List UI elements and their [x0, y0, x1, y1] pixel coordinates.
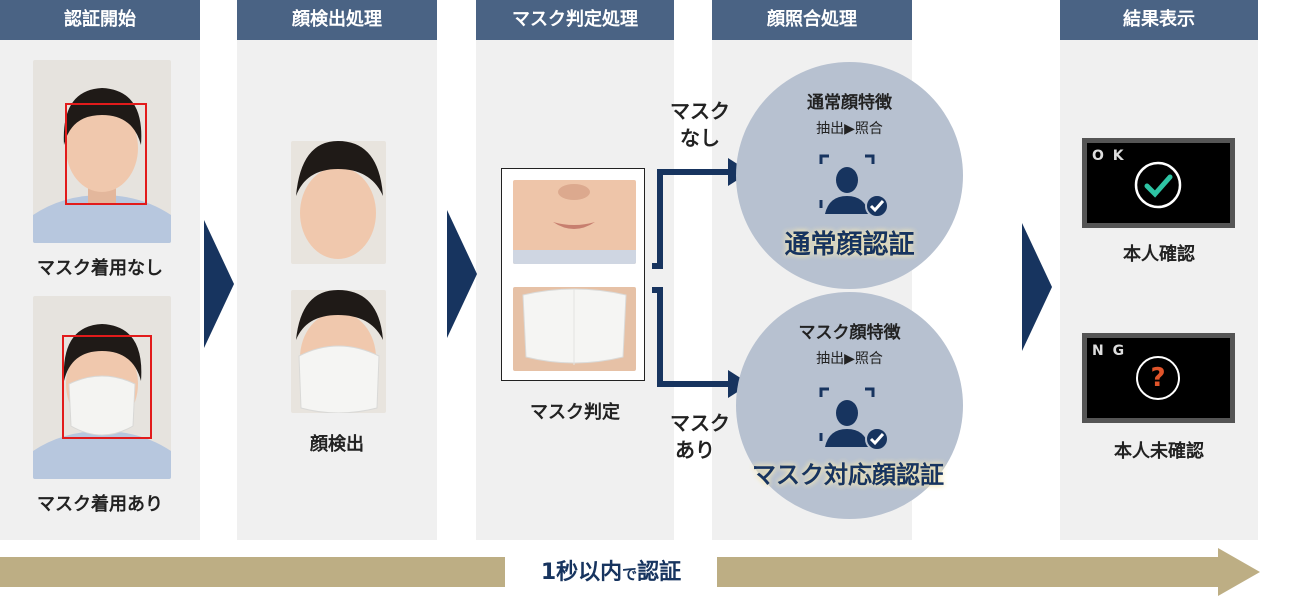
ok-tag: O K [1092, 148, 1126, 164]
lower-face-mask [513, 287, 636, 371]
mask-feature-title: マスク顔特徴 [798, 323, 901, 343]
timing-label-small: で [622, 565, 638, 583]
flow-chevron-1 [204, 220, 234, 348]
header-face-detection: 顔検出処理 [237, 0, 437, 40]
ok-result-label: 本人確認 [1123, 244, 1195, 265]
label-face-detection: 顔検出 [310, 434, 364, 455]
header-result: 結果表示 [1060, 0, 1258, 40]
mask-feature-sub: 抽出▶照合 [816, 351, 883, 367]
timing-label: 1秒以内で認証 [505, 554, 717, 586]
lower-face-no-mask [513, 180, 636, 264]
face-photo-mask [33, 296, 171, 479]
result-screen-ng [1082, 333, 1235, 423]
flow-chevron-3 [1022, 223, 1052, 351]
timing-bar-left [0, 557, 505, 587]
header-start: 認証開始 [0, 0, 200, 40]
mask-face-auth-icon [819, 387, 889, 451]
mask-auth-big: マスク対応顔認証 [752, 461, 944, 489]
column-face-detection [237, 0, 437, 540]
detected-face-mask [291, 290, 386, 413]
ng-result-label: 本人未確認 [1114, 441, 1204, 462]
header-face-matching: 顔照合処理 [712, 0, 912, 40]
result-screen-ok [1082, 138, 1235, 228]
face-photo-no-mask [33, 60, 171, 243]
timing-label-num: 1秒以内 [540, 560, 623, 585]
ng-question-icon: ? [1136, 356, 1180, 400]
label-mask-judgement: マスク判定 [530, 402, 620, 423]
normal-feature-title: 通常顔特徴 [807, 93, 892, 113]
ng-question-mark: ? [1150, 363, 1166, 393]
normal-auth-big: 通常顔認証 [784, 230, 915, 260]
header-mask-judgement: マスク判定処理 [476, 0, 674, 40]
timing-label-big: 認証 [637, 560, 682, 585]
column-result [1060, 0, 1258, 540]
timing-bar-right [717, 557, 1222, 587]
timing-arrowhead [1218, 548, 1260, 596]
ok-check-icon [1134, 161, 1182, 209]
ng-tag: N G [1092, 343, 1127, 359]
branch-mask-line2: あり [675, 438, 715, 462]
branch-no-mask-line2: なし [680, 126, 720, 150]
label-mask: マスク着用あり [37, 494, 163, 515]
flow-chevron-2 [447, 210, 477, 338]
label-no-mask: マスク着用なし [37, 258, 163, 279]
face-auth-icon [819, 154, 889, 218]
detected-face-no-mask [291, 141, 386, 264]
branch-mask-line1: マスク [670, 411, 730, 435]
branch-no-mask-line1: マスク [670, 99, 730, 123]
normal-feature-sub: 抽出▶照合 [816, 121, 883, 137]
